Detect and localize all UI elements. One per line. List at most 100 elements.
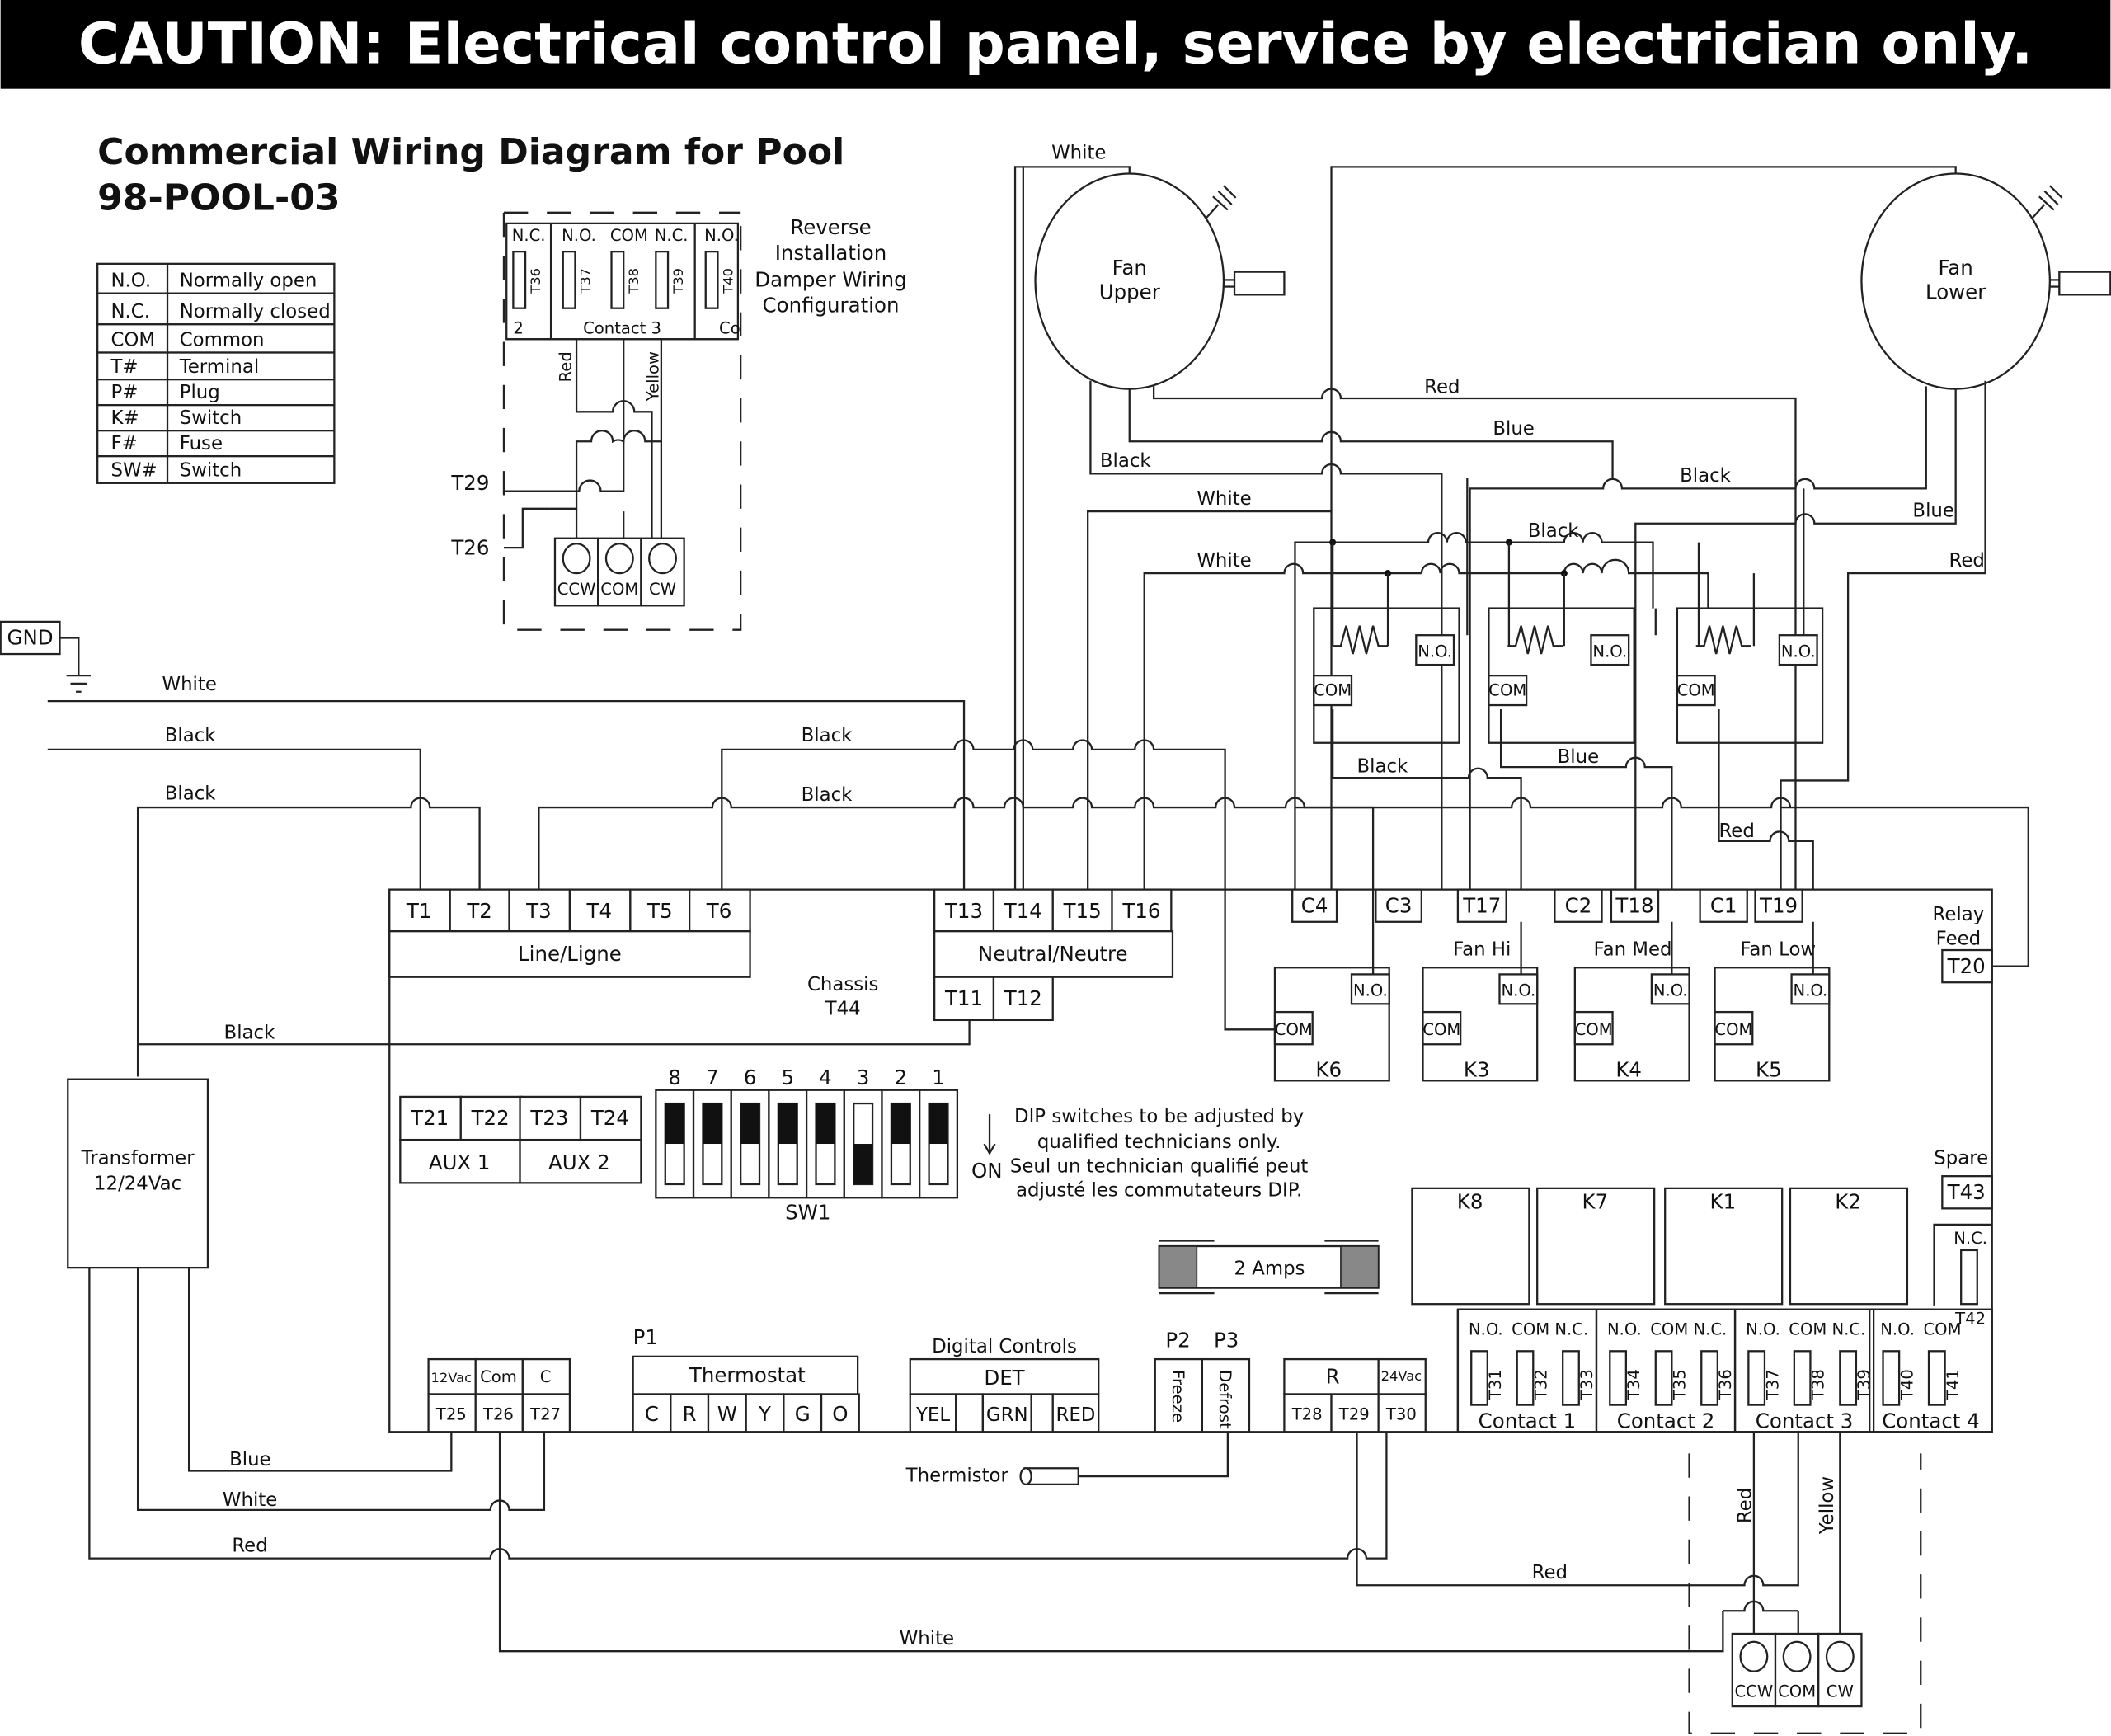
top-terminal-label: C1	[1710, 893, 1737, 917]
legend-meaning: Switch	[180, 460, 242, 482]
big-relay-label: K1	[1710, 1189, 1737, 1213]
dip-knob	[816, 1103, 835, 1145]
thermostat-terminal: R	[683, 1402, 697, 1426]
contact-header: COM	[1924, 1320, 1962, 1339]
power-top-label: 12Vac	[431, 1370, 473, 1386]
inset-caption: Reverse Installation Damper Wiring Confi…	[755, 215, 906, 318]
power-terminal: T25	[435, 1405, 467, 1424]
dip-knob	[891, 1103, 910, 1145]
inset-motor-label: CCW	[557, 580, 596, 599]
wire-label-line-black2: Black	[802, 784, 853, 806]
line-terminal-label: T3	[525, 899, 552, 923]
dip-note: adjusté les commutateurs DIP.	[1016, 1180, 1302, 1202]
wire-label-xfmr-white: White	[223, 1489, 277, 1511]
line-terminal	[388, 888, 451, 933]
thermistor-label: Thermistor	[905, 1465, 1009, 1487]
thermistor-icon	[1023, 1467, 1079, 1485]
det-terminal: GRN	[986, 1404, 1028, 1426]
svg-text:Configuration: Configuration	[763, 294, 900, 318]
inset-t29: T29	[450, 471, 489, 495]
line-terminal-label: T6	[706, 899, 732, 923]
sw1-label: SW1	[785, 1200, 830, 1224]
legend-code: SW#	[110, 460, 157, 482]
legend-meaning: Terminal	[179, 356, 259, 378]
svg-text:12/24Vac: 12/24Vac	[94, 1173, 181, 1194]
wire-label-red-fan: Red	[1424, 376, 1460, 398]
line-terminal	[629, 888, 692, 933]
top-terminal	[1554, 888, 1603, 923]
inset-header: N.O.	[562, 226, 596, 245]
chassis-terminal: T44	[825, 998, 861, 1019]
line-terminal	[449, 888, 512, 933]
top-terminal	[1610, 888, 1660, 923]
top-terminal-label: T18	[1615, 893, 1653, 917]
det-terminal: RED	[1056, 1404, 1096, 1426]
line-terminal-label: T4	[586, 899, 613, 923]
contact-terminal: T40	[1897, 1369, 1916, 1400]
svg-text:Lower: Lower	[1925, 280, 1986, 303]
nc-42-label: N.C.	[1953, 1229, 1987, 1248]
contact-terminal: T41	[1944, 1369, 1963, 1400]
aux1-label: AUX 1	[429, 1150, 491, 1174]
dip-number: 1	[932, 1066, 945, 1089]
power-terminal: T26	[482, 1405, 514, 1424]
t43-label: T43	[1947, 1180, 1986, 1204]
power-terminal: T27	[529, 1405, 561, 1424]
dip-knob	[703, 1103, 722, 1145]
legend-code: T#	[110, 356, 138, 378]
defrost-label: Defrost	[1215, 1370, 1234, 1429]
relay-com: COM	[1422, 1020, 1460, 1039]
inset-terminal-slot	[655, 251, 670, 309]
wire-label-white-1: White	[1197, 488, 1251, 510]
legend-row	[96, 379, 336, 407]
legend-meaning: Common	[180, 329, 265, 350]
neutral-terminal	[1111, 888, 1173, 933]
digital-controls-caption: Digital Controls	[932, 1336, 1077, 1357]
svg-text:Transformer: Transformer	[81, 1147, 195, 1169]
transformer: Transformer 12/24Vac	[67, 1078, 209, 1269]
top-terminal-label: C2	[1565, 893, 1592, 917]
contact-header: COM	[1789, 1320, 1827, 1339]
ground-icon	[59, 637, 92, 693]
wire-label-white-top: White	[1051, 143, 1106, 164]
diagram-title: Commercial Wiring Diagram for Pool	[97, 131, 844, 173]
inset-contact-label: Contact 3	[583, 319, 661, 338]
p2-label: P2	[1165, 1328, 1190, 1352]
relay-no: N.O.	[1501, 981, 1535, 1000]
arrow-down-icon	[983, 1114, 996, 1155]
inset-left-frag: 2	[513, 319, 523, 338]
contact-label: Contact 4	[1882, 1409, 1980, 1433]
dip-number: 7	[706, 1066, 719, 1089]
fuse: 2 Amps	[1158, 1240, 1380, 1295]
dip-number: 2	[895, 1066, 908, 1089]
thermostat-terminal: G	[795, 1402, 811, 1426]
heater-com: COM	[1314, 681, 1352, 700]
legend-code: K#	[110, 407, 139, 429]
wire-label-line-black1: Black	[802, 725, 853, 746]
inset-right-frag: Co	[719, 319, 740, 338]
r-label: R	[1326, 1364, 1340, 1388]
legend-row	[96, 404, 336, 432]
wire-label-relay-black: Black	[1357, 756, 1409, 778]
svg-text:Fan: Fan	[1112, 256, 1147, 280]
big-relay	[1664, 1187, 1784, 1306]
dip-knob	[740, 1103, 760, 1145]
top-terminal	[1375, 888, 1422, 923]
line-terminal-label: T5	[646, 899, 673, 923]
contact-terminal: T33	[1577, 1369, 1596, 1400]
contact-terminal: T37	[1763, 1369, 1782, 1400]
inset-terminal-slot	[610, 251, 625, 309]
heater-element-icon	[1507, 625, 1563, 655]
heater-no: N.O.	[1418, 642, 1452, 661]
contact-header: N.C.	[1693, 1320, 1727, 1339]
contact-header: N.C.	[1554, 1320, 1588, 1339]
svg-text:Fan: Fan	[1938, 256, 1972, 280]
contact-header: COM	[1650, 1320, 1688, 1339]
contact-header: N.O.	[1746, 1320, 1780, 1339]
legend-code: N.O.	[110, 271, 151, 292]
det-terminal: YEL	[915, 1404, 950, 1426]
